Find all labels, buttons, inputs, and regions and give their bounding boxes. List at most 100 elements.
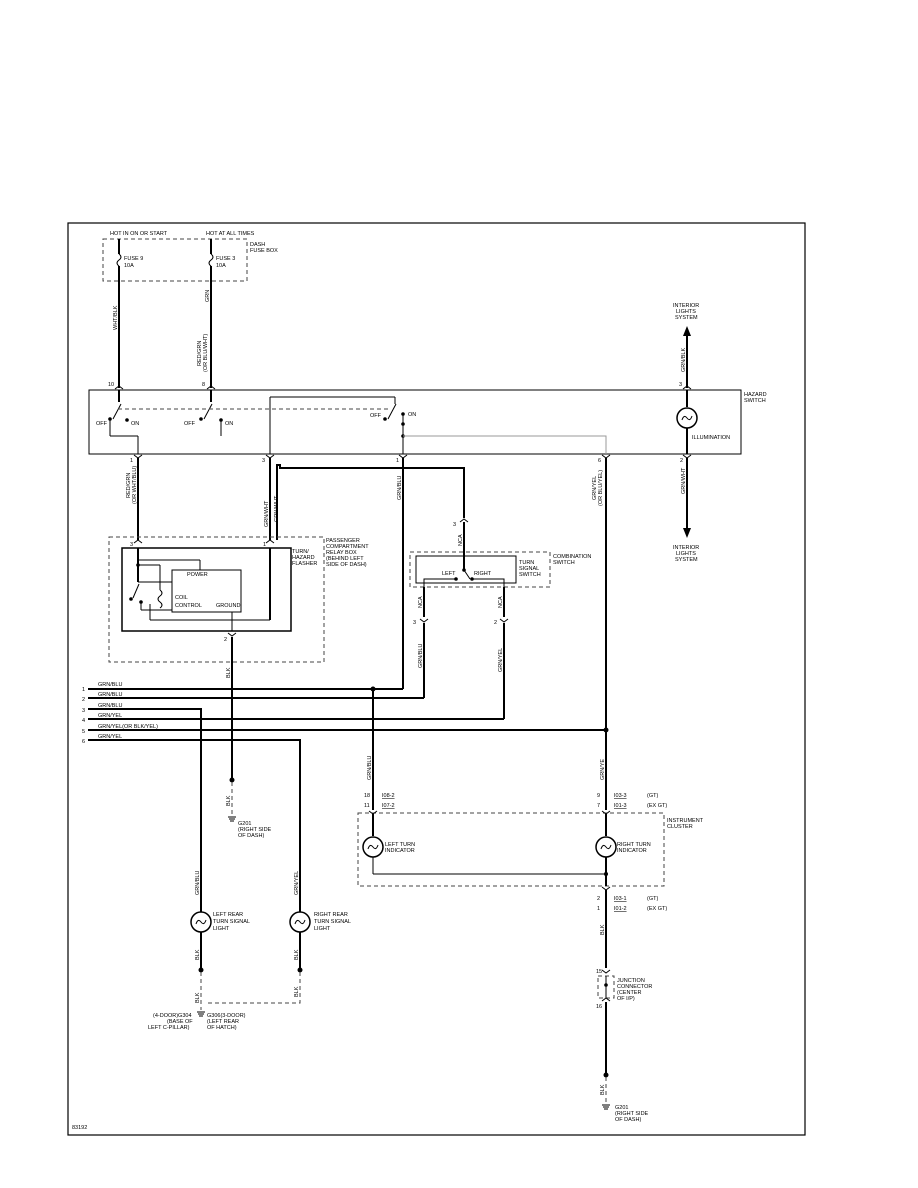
figure-id: 83192 <box>72 1125 87 1131</box>
g304-label-1: (4-DOOR)G304 <box>153 1013 192 1019</box>
ic-gt-2: (GT) <box>647 896 658 902</box>
wire-label-blk-rr: BLK <box>294 949 300 960</box>
left-rear-label-3: LIGHT <box>213 926 230 932</box>
right-turn-label-2: INDICATOR <box>617 848 647 854</box>
wire-label-blk-lr: BLK <box>195 949 201 960</box>
flasher-control: CONTROL <box>175 603 202 609</box>
wire-label-grn-wht-a: GRN/WHT <box>264 500 270 527</box>
flasher-coil: COIL <box>175 595 188 601</box>
wire-label-grn-blu-cs: GRN/BLU <box>418 644 424 668</box>
turn-signal-switch-1: TURN <box>519 560 534 566</box>
turn-signal-switch-3: SWITCH <box>519 572 541 578</box>
wire-label-grn-ye-ic: GRN/YE <box>600 759 606 780</box>
relay-box-label-5: SIDE OF DASH) <box>326 562 367 568</box>
left-turn-label-1: LEFT TURN <box>385 842 415 848</box>
bus-lines: 1 2 3 4 5 6 GRN/BLU GRN/BLU GRN/BLU GRN/… <box>82 682 609 912</box>
hot-in-on-or-start-label: HOT IN ON OR START <box>110 231 168 237</box>
hazard-switch: HAZARD SWITCH 10 8 3 OFF ON OFF ON <box>88 382 767 464</box>
bus-label-4: GRN/YEL <box>98 713 122 719</box>
pin-hz-8: 8 <box>202 382 205 388</box>
wire-label-grn-yel-cs: GRN/YEL <box>498 648 504 672</box>
wire-label-grn-wht-right: GRN/WHT <box>681 467 687 494</box>
interior-lights-top-1: INTERIOR <box>673 303 699 309</box>
wire-label-grn: GRN <box>205 290 211 302</box>
bus-label-2: GRN/BLU <box>98 692 122 698</box>
junction-label-4: OF I/P) <box>617 996 635 1002</box>
g306-label-3: OF HATCH) <box>207 1025 237 1031</box>
bus-label-1: GRN/BLU <box>98 682 122 688</box>
pin-flasher-1: 1 <box>263 542 266 548</box>
interior-lights-bottom-2: LIGHTS <box>676 551 696 557</box>
hot-at-all-times-label: HOT AT ALL TIMES <box>206 231 255 237</box>
bus-num-2: 2 <box>82 697 85 703</box>
bus-label-3: GRN/BLU <box>98 703 122 709</box>
fuse3-label: FUSE 3 <box>216 256 235 262</box>
wire-label-nca-top: NCA <box>458 534 464 546</box>
wire-label-red-grn-left-1: RED/GRN <box>126 473 132 498</box>
pin-cs-2: 2 <box>494 620 497 626</box>
wire-label-grn-yel-or-2: (OR BLU/YEL) <box>598 470 604 506</box>
wire-label-red-grn-left-2: (OR WHT/BLU) <box>132 466 138 504</box>
pin-flasher-3: 3 <box>130 542 133 548</box>
wire-label-grn-wht-b: GRN/WHT <box>274 495 280 522</box>
combination-switch-label-1: COMBINATION <box>553 554 591 560</box>
flasher-label-2: HAZARD <box>292 555 315 561</box>
right-rear-label-1: RIGHT REAR <box>314 912 348 918</box>
g201b-label-1: G201 <box>615 1105 628 1111</box>
hz-off-3: OFF <box>370 413 382 419</box>
ground-icon <box>228 816 236 822</box>
wire-label-grn-blu-mid: GRN/BLU <box>397 476 403 500</box>
interior-lights-bottom-3: SYSTEM <box>675 557 698 563</box>
left-rear-turn-light: LEFT REAR TURN SIGNAL LIGHT <box>190 911 250 933</box>
wire-label-blk-jc: BLK <box>600 1084 606 1095</box>
instrument-cluster-label-2: CLUSTER <box>667 824 693 830</box>
pin-cs-3-top: 3 <box>453 522 456 528</box>
bus-num-4: 4 <box>82 718 85 724</box>
left-rear-label-2: TURN SIGNAL <box>213 919 250 925</box>
ground-icon <box>602 1104 610 1110</box>
pin-hz-bot-2: 2 <box>680 458 683 464</box>
g306-label-1: G306(3-DOOR) <box>207 1013 246 1019</box>
interior-lights-top-2: LIGHTS <box>676 309 696 315</box>
ic-i07-2: I07-2 <box>382 803 395 809</box>
pin-hz-3: 3 <box>679 382 682 388</box>
g201a-label-2: (RIGHT SIDE <box>238 827 272 833</box>
diagram-frame <box>67 222 806 1136</box>
pin-hz-bot-1b: 1 <box>396 458 399 464</box>
junction-connector: 15 16 JUNCTION CONNECTOR (CENTER OF I/P) <box>596 969 652 1010</box>
junction-label-1: JUNCTION <box>617 978 645 984</box>
pin-jc-15: 15 <box>596 969 602 975</box>
g304-label-2: (BASE OF <box>167 1019 193 1025</box>
wire-label-grn-yel-or-1: GRN/YEL <box>592 476 598 500</box>
ground-icon <box>197 1011 205 1017</box>
interior-lights-bottom-1: INTERIOR <box>673 545 699 551</box>
pin-hz-bot-1: 1 <box>130 458 133 464</box>
left-rear-label-1: LEFT REAR <box>213 912 243 918</box>
instrument-cluster: INSTRUMENT CLUSTER LEFT TURN INDICATOR R… <box>357 810 704 887</box>
ic-i03-3: I03-3 <box>614 793 627 799</box>
pin-jc-16: 16 <box>596 1004 602 1010</box>
bus-label-5: GRN/YEL(OR BLK/YEL) <box>98 724 158 730</box>
pin-ic-right-7: 7 <box>597 803 600 809</box>
ic-i01-2: I01-2 <box>614 906 627 912</box>
ic-i08-2: I08-2 <box>382 793 395 799</box>
right-turn-label-1: RIGHT TURN <box>617 842 651 848</box>
hazard-switch-label-1: HAZARD <box>744 392 767 398</box>
fuse9-rating: 10A <box>124 263 134 269</box>
relay-box-label-2: COMPARTMENT <box>326 544 369 550</box>
bus-num-5: 5 <box>82 729 85 735</box>
pin-flasher-2: 2 <box>224 637 227 643</box>
pin-ic-bot-2: 2 <box>597 896 600 902</box>
wire-label-grn-blu-ic: GRN/BLU <box>367 756 373 780</box>
relay-box-label-1: PASSENGER <box>326 538 360 544</box>
g201b-label-3: OF DASH) <box>615 1117 641 1123</box>
wire-label-grn-yel-rr: GRN/YEL <box>294 871 300 895</box>
wire-label-grn-blk: GRN/BLK <box>681 348 687 372</box>
wire-label-blk-lr-ground: BLK <box>195 992 201 1003</box>
bus-num-1: 1 <box>82 687 85 693</box>
g201a-label-1: G201 <box>238 821 251 827</box>
pin-cs-3b: 3 <box>413 620 416 626</box>
junction-label-2: CONNECTOR <box>617 984 652 990</box>
turn-signal-switch-2: SIGNAL <box>519 566 539 572</box>
